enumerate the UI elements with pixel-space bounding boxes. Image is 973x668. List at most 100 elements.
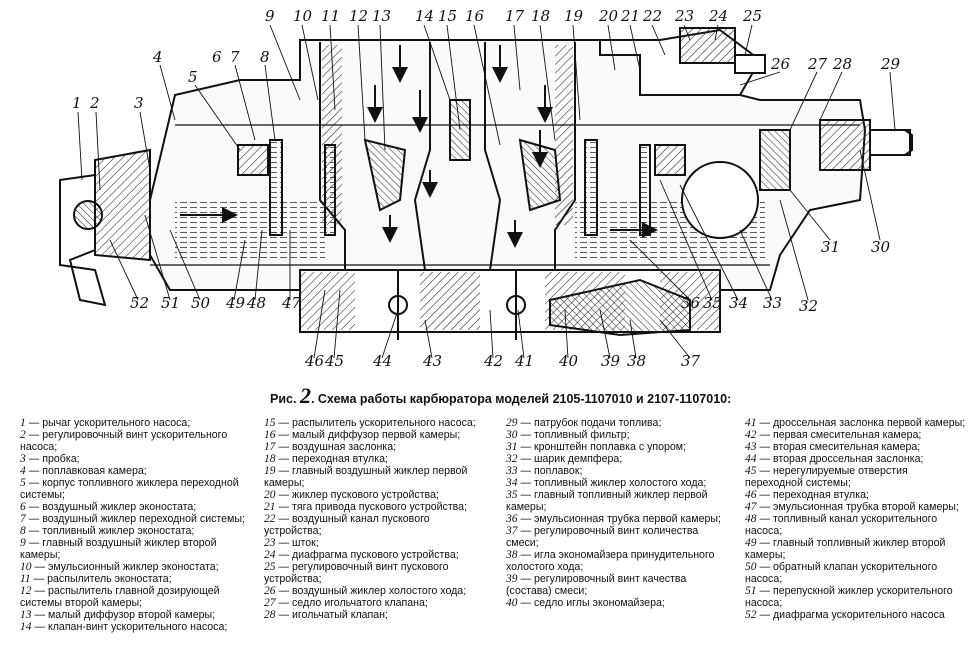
legend-entry-number: 22 [264,513,276,525]
legend-entry: 43 — вторая смесительная камера; [745,441,967,453]
legend-entry-number: 28 [264,609,276,621]
legend-entry: 44 — вторая дроссельная заслонка; [745,453,967,465]
figure-title: Схема работы карбюратора моделей 2105-11… [317,392,732,406]
legend-entry-number: 51 [745,585,757,597]
legend-entry: 2 — регулировочный винт ускорительного н… [20,429,248,453]
legend-entry: 12 — распылитель главной дозирующей сист… [20,585,248,609]
legend-entry-number: 9 [20,537,26,549]
legend-entry: 10 — эмульсионный жиклер эконостата; [20,561,248,573]
legend-entry-number: 48 [745,513,757,525]
legend-entry-text: — распылитель ускорительного насоса; [278,417,476,429]
legend-entry-text: — распылитель главной дозирующей системы… [20,585,220,609]
legend-entry-number: 45 [745,465,757,477]
legend-entry-text: — переходная втулка; [759,489,869,501]
legend-entry-number: 50 [745,561,757,573]
callout-3: 3 [134,94,144,112]
legend-entry-text: — главный воздушный жиклер второй камеры… [20,537,217,561]
legend-entry-text: — вторая дроссельная заслонка; [759,453,924,465]
legend-entry-number: 43 [745,441,757,453]
legend-entry: 6 — воздушный жиклер эконостата; [20,501,248,513]
legend-entry-text: — рычаг ускорительного насоса; [28,417,191,429]
legend-entry-text: — шарик демпфера; [520,453,623,465]
legend-entry: 35 — главный топливный жиклер первой кам… [506,489,728,513]
legend-entry-text: — топливный канал ускорительного насоса; [745,513,938,537]
callout-18: 18 [531,7,550,25]
callout-21: 21 [620,7,640,25]
legend-entry: 47 — эмульсионная трубка второй камеры; [745,501,967,513]
legend-entry-number: 24 [264,549,276,561]
legend-entry: 50 — обратный клапан ускорительного насо… [745,561,967,585]
legend-entry: 17 — воздушная заслонка; [264,441,486,453]
legend-entry-text: — топливный жиклер эконостата; [28,525,195,537]
legend-entry-text: — топливный жиклер холостого хода; [520,477,707,489]
legend-entry-number: 11 [20,573,31,585]
figure-number: 2 [299,383,311,408]
callout-20: 20 [598,7,619,25]
legend-entry-number: 37 [506,525,518,537]
callout-2: 2 [89,94,100,112]
callout-50: 50 [191,294,211,312]
legend-entry-text: — тяга привода пускового устройства; [278,501,468,513]
legend-entry-number: 4 [20,465,26,477]
legend-entry-number: 18 [264,453,276,465]
legend-entry: 49 — главный топливный жиклер второй кам… [745,537,967,561]
legend-entry-text: — воздушный канал пускового устройства; [264,513,430,537]
callout-40: 40 [558,352,579,370]
legend-entry-text: — диафрагма ускорительного насоса [759,609,945,621]
carburetor-cross-section: 1 2 3 4 5 6 7 8 9 10 11 12 13 14 15 16 1… [59,7,913,370]
legend-entry-text: — эмульсионная трубка второй камеры; [759,501,959,513]
legend-entry-text: — вторая смесительная камера; [759,441,921,453]
legend-entry-text: — жиклер пускового устройства; [278,489,439,501]
legend-entry: 15 — распылитель ускорительного насоса; [264,417,486,429]
callout-11: 11 [321,7,340,25]
legend-entry-number: 2 [20,429,26,441]
carburetor-body [59,27,913,340]
legend-entry-text: — регулировочный винт пускового устройст… [264,561,449,585]
legend-entry: 22 — воздушный канал пускового устройств… [264,513,486,537]
callout-49: 49 [225,294,246,312]
callout-15: 15 [438,7,457,25]
legend-entry-number: 8 [20,525,26,537]
callout-28: 28 [832,55,852,73]
legend-entry-text: — седло иглы экономайзера; [520,597,665,609]
legend-entry-text: — воздушный жиклер эконостата; [28,501,197,513]
legend-entry-number: 36 [506,513,518,525]
legend-entry-text: — поплавок; [520,465,583,477]
legend-entry-number: 38 [506,549,518,561]
callout-numbers: 1 2 3 4 5 6 7 8 9 10 11 12 13 14 15 16 1… [72,7,901,370]
callout-5: 5 [188,68,198,86]
legend-entry-text: — регулировочный винт количества смеси; [506,525,699,549]
legend-entry-number: 15 [264,417,276,429]
legend-entry-number: 21 [264,501,276,513]
callout-35: 35 [703,294,722,312]
legend-entry-number: 25 [264,561,276,573]
legend-entry-number: 32 [506,453,518,465]
callout-10: 10 [293,7,313,25]
legend-column-1: 1 — рычаг ускорительного насоса;2 — регу… [20,417,248,633]
legend-entry-text: — первая смесительная камера; [759,429,922,441]
legend-entry-text: — малый диффузор второй камеры; [34,609,216,621]
legend-entry: 16 — малый диффузор первой камеры; [264,429,486,441]
legend-entry-text: — главный топливный жиклер второй камеры… [745,537,946,561]
callout-19: 19 [564,7,584,25]
callout-48: 48 [246,294,266,312]
legend-entry: 8 — топливный жиклер эконостата; [20,525,248,537]
legend-entry-number: 33 [506,465,518,477]
legend-entry-number: 35 [506,489,518,501]
callout-46: 46 [304,352,325,370]
callout-31: 31 [821,238,840,256]
callout-38: 38 [627,352,646,370]
legend-entry-text: — корпус топливного жиклера переходной с… [20,477,239,501]
legend-entry: 21 — тяга привода пускового устройства; [264,501,486,513]
callout-33: 33 [763,294,782,312]
callout-6: 6 [212,48,222,66]
legend-entry: 20 — жиклер пускового устройства; [264,489,486,501]
callout-13: 13 [372,7,391,25]
legend-entry-number: 23 [264,537,276,549]
legend-entry-number: 46 [745,489,757,501]
legend-entry-text: — игольчатый клапан; [278,609,388,621]
legend-entry-number: 5 [20,477,26,489]
legend-entry: 38 — игла экономайзера принудительного х… [506,549,728,573]
legend-entry: 48 — топливный канал ускорительного насо… [745,513,967,537]
callout-7: 7 [230,48,240,66]
